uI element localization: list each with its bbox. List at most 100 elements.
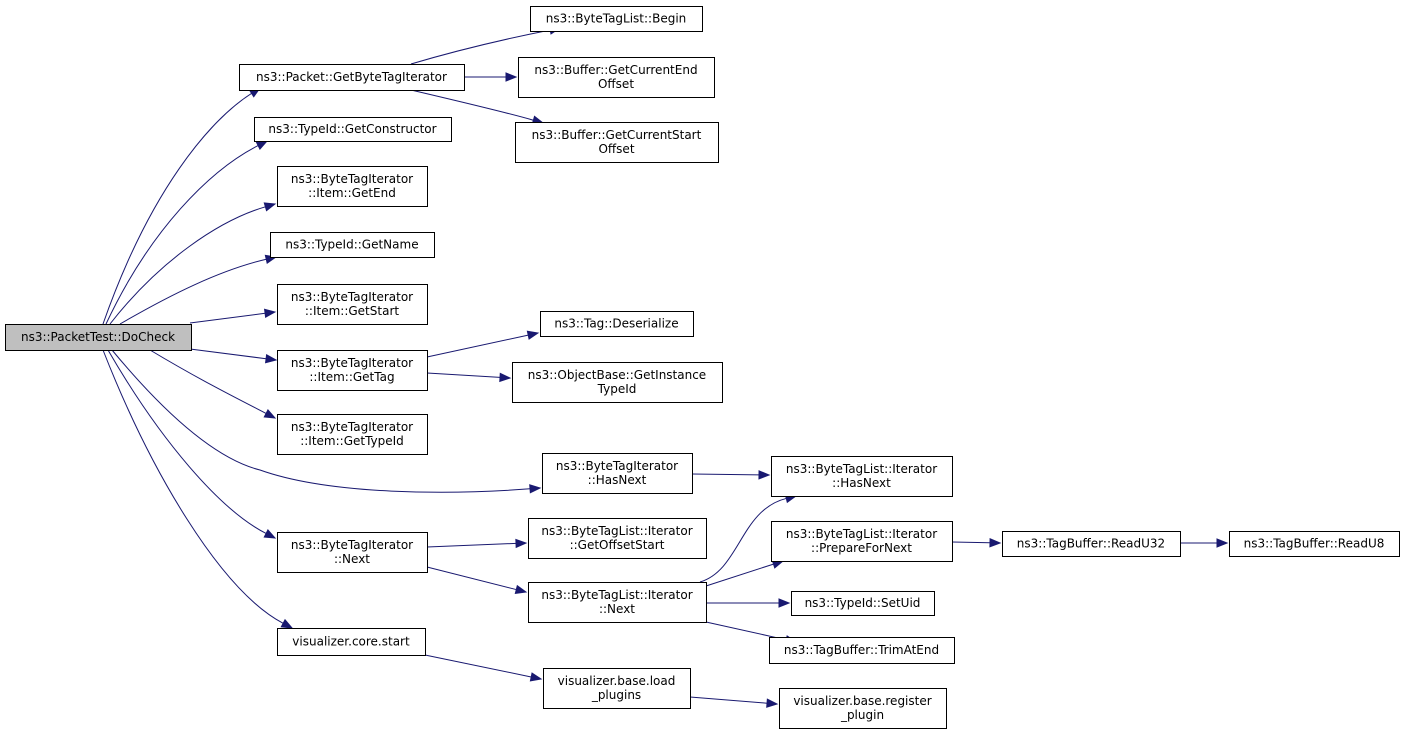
node-label: ns3::ByteTagIterator: [291, 420, 413, 434]
node-tag-deserialize[interactable]: ns3::Tag::Deserialize: [540, 311, 694, 337]
node-box: [277, 284, 428, 325]
arrowhead-icon: [264, 353, 278, 364]
node-box: [5, 324, 192, 351]
arrowhead-icon: [263, 408, 277, 419]
node-box: [1229, 531, 1400, 557]
node-box: [530, 6, 703, 32]
node-iter-next[interactable]: ns3::ByteTagList::Iterator::Next: [528, 582, 707, 623]
arrowhead-icon: [526, 330, 540, 340]
edge-docheck-to-item-getstart: [189, 308, 277, 324]
node-item-gettypeid[interactable]: ns3::ByteTagIterator::Item::GetTypeId: [277, 414, 428, 455]
edge-docheck-to-item-getend: [109, 202, 277, 325]
node-docheck[interactable]: ns3::PacketTest::DoCheck: [5, 324, 192, 351]
edges-layer: [102, 25, 1229, 708]
node-load-plugins[interactable]: visualizer.base.load_plugins: [543, 668, 691, 709]
node-prepare-for-next[interactable]: ns3::ByteTagList::Iterator::PrepareForNe…: [771, 521, 953, 562]
node-label: ns3::ByteTagIterator: [291, 538, 413, 552]
node-box: [791, 591, 935, 616]
node-taglist-begin[interactable]: ns3::ByteTagList::Begin: [530, 6, 703, 32]
node-label: ns3::Packet::GetByteTagIterator: [256, 70, 447, 84]
node-readu32[interactable]: ns3::TagBuffer::ReadU32: [1002, 531, 1181, 557]
node-next[interactable]: ns3::ByteTagIterator::Next: [277, 532, 428, 573]
edge-line: [699, 497, 787, 583]
node-box: [528, 582, 707, 623]
node-box: [1002, 531, 1181, 557]
node-label: ::Item::GetEnd: [308, 186, 396, 200]
edge-line: [189, 348, 267, 360]
node-label: Offset: [598, 77, 634, 91]
node-trimatend[interactable]: ns3::TagBuffer::TrimAtEnd: [769, 637, 955, 664]
node-label: ns3::ByteTagList::Begin: [546, 12, 687, 26]
node-label: ns3::ByteTagIterator: [291, 356, 413, 370]
node-getbytetagiterator[interactable]: ns3::Packet::GetByteTagIterator: [239, 64, 465, 91]
arrowhead-icon: [1216, 538, 1229, 548]
node-item-getend[interactable]: ns3::ByteTagIterator::Item::GetEnd: [277, 166, 428, 207]
edge-line: [426, 566, 517, 591]
node-label: ::Item::GetStart: [305, 304, 399, 318]
node-label: ns3::TagBuffer::TrimAtEnd: [784, 643, 939, 657]
node-label: visualizer.core.start: [292, 635, 410, 649]
edge-line: [410, 89, 534, 121]
node-label: ns3::TagBuffer::ReadU8: [1244, 537, 1385, 551]
node-core-start[interactable]: visualizer.core.start: [277, 628, 426, 656]
node-readu8[interactable]: ns3::TagBuffer::ReadU8: [1229, 531, 1400, 557]
edge-getbytetagiterator-to-getcurrentendoffset: [464, 72, 518, 82]
arrowhead-icon: [280, 618, 294, 629]
edge-line: [111, 349, 531, 493]
arrowhead-icon: [758, 470, 771, 480]
node-label: ns3::TypeId::GetConstructor: [268, 122, 436, 136]
node-iter-hasnext[interactable]: ns3::ByteTagList::Iterator::HasNext: [771, 456, 953, 497]
edge-line: [119, 258, 267, 325]
node-label: ns3::ByteTagList::Iterator: [541, 524, 692, 538]
node-label: ns3::TagBuffer::ReadU32: [1017, 537, 1165, 551]
node-label: ns3::ByteTagIterator: [291, 290, 413, 304]
edge-core-start-to-load-plugins: [424, 654, 543, 682]
edge-hasnext-to-iter-hasnext: [691, 470, 771, 480]
node-label: ns3::ByteTagList::Iterator: [786, 462, 937, 476]
node-box: [277, 414, 428, 455]
edge-docheck-to-item-gettag: [189, 348, 278, 364]
node-box: [515, 122, 719, 163]
node-getname[interactable]: ns3::TypeId::GetName: [270, 232, 435, 258]
arrowhead-icon: [778, 598, 791, 608]
edge-line: [424, 654, 532, 678]
nodes-layer: ns3::PacketTest::DoCheck ns3::Packet::Get…: [5, 6, 1400, 729]
node-box: [277, 532, 428, 573]
node-box: [540, 311, 694, 337]
node-box: [771, 456, 953, 497]
edge-docheck-to-next: [107, 349, 277, 539]
node-box: [239, 64, 465, 91]
node-label: ns3::ByteTagIterator: [291, 172, 413, 186]
node-label: ns3::ByteTagIterator: [556, 459, 678, 473]
node-label: ::Next: [334, 552, 370, 566]
node-box: [543, 668, 691, 709]
arrowhead-icon: [766, 698, 779, 708]
arrowhead-icon: [514, 584, 528, 595]
edge-line: [426, 372, 501, 378]
edge-line: [109, 206, 266, 325]
node-hasnext[interactable]: ns3::ByteTagIterator::HasNext: [542, 453, 693, 494]
node-setuid[interactable]: ns3::TypeId::SetUid: [791, 591, 935, 616]
edge-docheck-to-getname: [119, 254, 278, 325]
node-register-plugin[interactable]: visualizer.base.register_plugin: [779, 688, 947, 729]
node-item-gettag[interactable]: ns3::ByteTagIterator::Item::GetTag: [277, 350, 428, 391]
node-getoffsetstart[interactable]: ns3::ByteTagList::Iterator::GetOffsetSta…: [528, 518, 707, 559]
node-label: ns3::ObjectBase::GetInstance: [528, 368, 706, 382]
node-label: ::HasNext: [832, 476, 891, 490]
node-box: [542, 453, 693, 494]
edge-line: [951, 541, 991, 544]
node-label: ns3::ByteTagList::Iterator: [786, 527, 937, 541]
edge-docheck-to-hasnext: [111, 349, 542, 494]
node-getconstructor[interactable]: ns3::TypeId::GetConstructor: [254, 117, 452, 142]
node-box: [254, 117, 452, 142]
node-label: ns3::Tag::Deserialize: [554, 317, 678, 331]
node-item-getstart[interactable]: ns3::ByteTagIterator::Item::GetStart: [277, 284, 428, 325]
edge-line: [705, 621, 787, 641]
arrowhead-icon: [255, 140, 269, 150]
node-label: _plugins: [591, 688, 641, 702]
arrowhead-icon: [499, 372, 512, 383]
